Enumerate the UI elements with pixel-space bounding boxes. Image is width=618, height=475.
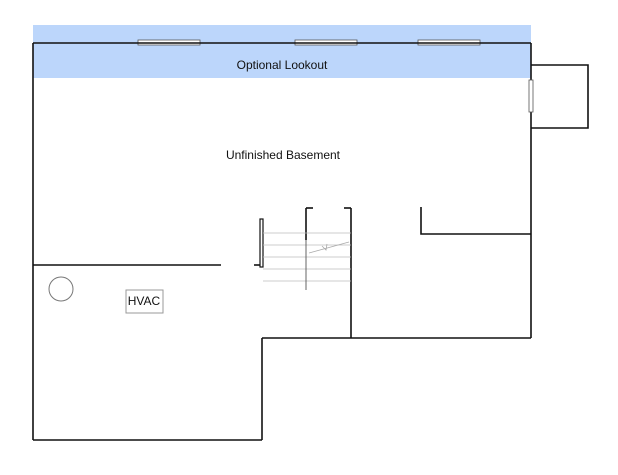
hvac-label: HVAC — [128, 294, 161, 308]
lookout-label: Optional Lookout — [237, 58, 328, 72]
stair-direction-arrow — [308, 241, 350, 254]
bump-out — [528, 64, 589, 129]
hvac-unit — [125, 289, 164, 314]
window — [528, 79, 534, 113]
water-heater-icon — [48, 276, 74, 302]
staircase — [263, 232, 351, 290]
exterior-walls — [32, 42, 532, 441]
lookout-area — [33, 25, 531, 78]
arrow-head-icon — [321, 243, 328, 251]
basement-label: Unfinished Basement — [226, 148, 341, 162]
interior-walls — [33, 207, 531, 338]
